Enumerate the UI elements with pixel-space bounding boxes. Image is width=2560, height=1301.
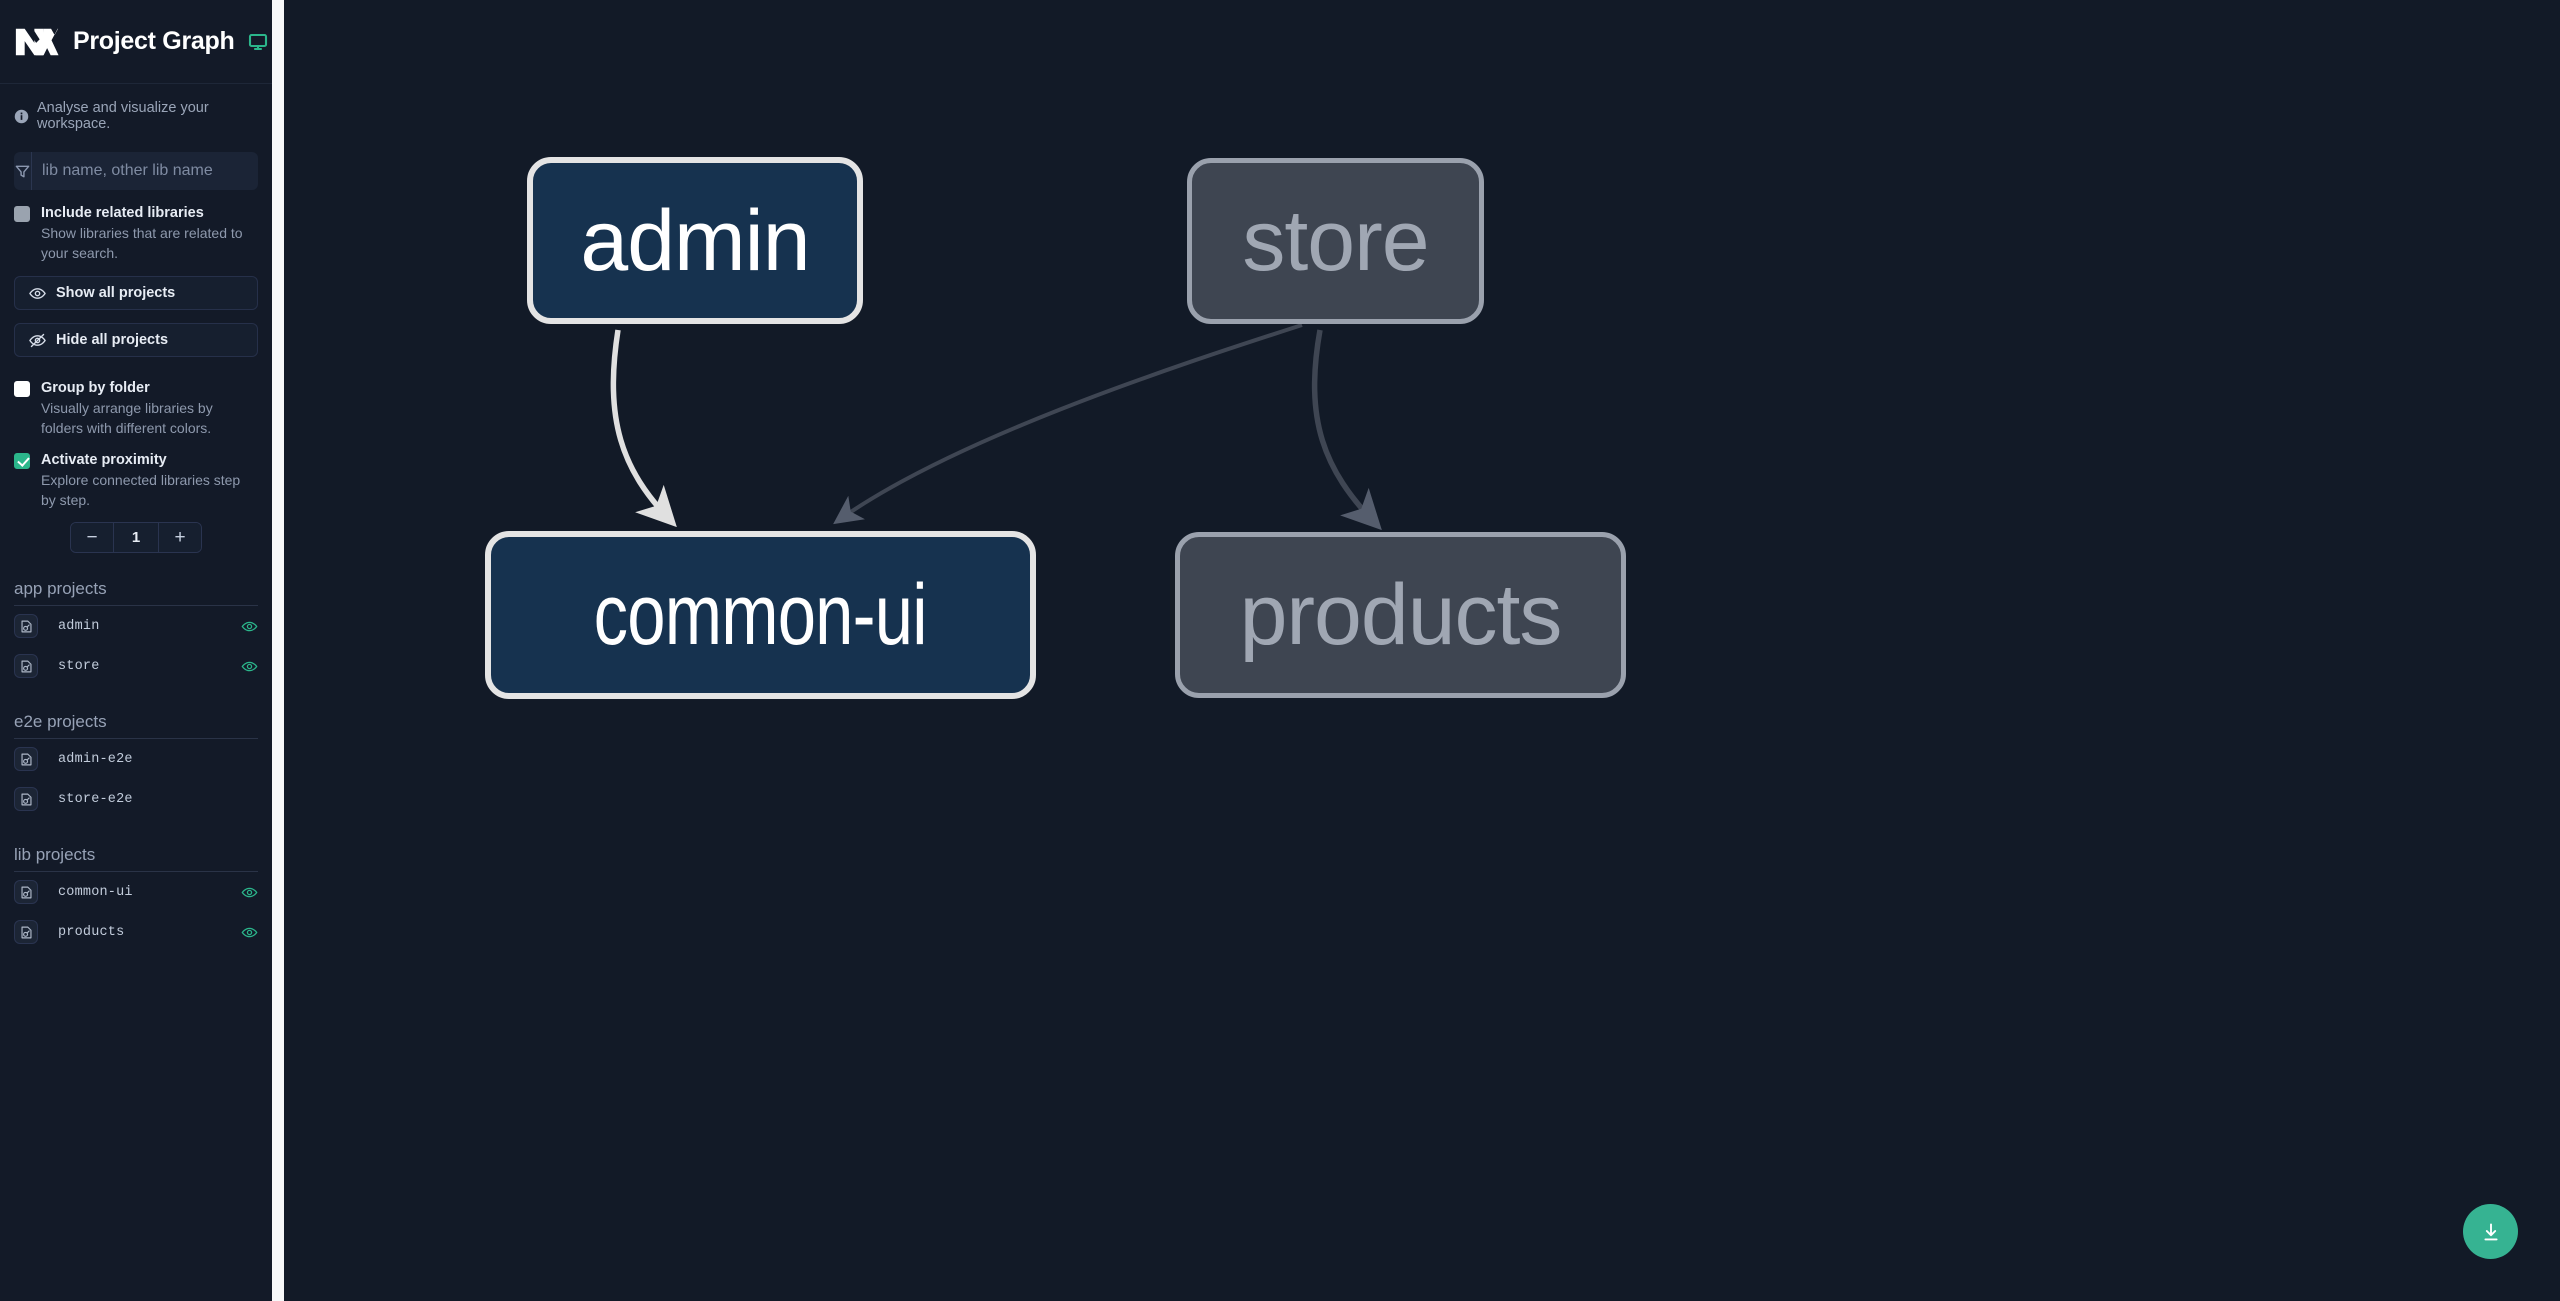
option-include-related-libraries[interactable]: Include related libraries Show libraries… — [14, 204, 258, 263]
sidebar-header: Project Graph — [0, 0, 272, 84]
page-title: Project Graph — [73, 27, 235, 55]
graph-node-label: common-ui — [593, 567, 928, 663]
project-name: store-e2e — [58, 791, 133, 807]
graph-node-common-ui[interactable]: common-ui — [485, 531, 1036, 699]
option-description: Show libraries that are related to your … — [41, 225, 243, 262]
edge-store-to-products — [1311, 329, 1382, 531]
project-row-products[interactable]: products — [14, 912, 258, 952]
nx-logo-icon — [14, 20, 60, 64]
project-row-admin[interactable]: admin — [14, 606, 258, 646]
option-description: Explore connected libraries step by step… — [41, 472, 241, 509]
group-by-folder-checkbox[interactable] — [14, 381, 30, 398]
graph-canvas[interactable]: admin store common-ui products — [272, 0, 2560, 1301]
hide-all-projects-button[interactable]: Hide all projects — [14, 323, 258, 358]
project-name: common-ui — [58, 884, 133, 900]
proximity-stepper: − 1 + — [0, 522, 272, 554]
graph-node-store[interactable]: store — [1187, 158, 1484, 324]
sidebar: Project Graph Analyse and visualize your… — [0, 0, 272, 1301]
filter-funnel-icon — [14, 152, 32, 190]
option-label: Activate proximity — [41, 452, 167, 469]
project-name: store — [58, 658, 100, 674]
project-name: admin — [58, 618, 100, 634]
graph-node-label: admin — [580, 192, 810, 289]
info-icon — [14, 109, 29, 124]
tagline: Analyse and visualize your workspace. — [0, 84, 272, 144]
option-label: Include related libraries — [41, 205, 204, 221]
project-row-admin-e2e[interactable]: admin-e2e — [14, 739, 258, 779]
group-heading-e2e-projects: e2e projects — [14, 712, 258, 740]
angular-project-icon — [14, 787, 38, 812]
graph-node-admin[interactable]: admin — [527, 157, 863, 324]
hide-all-projects-label: Hide all projects — [56, 332, 169, 349]
angular-project-icon — [14, 880, 38, 905]
eye-icon — [29, 285, 46, 302]
project-row-store-e2e[interactable]: store-e2e — [14, 779, 258, 819]
group-heading-lib-projects: lib projects — [14, 845, 258, 873]
project-name: admin-e2e — [58, 751, 133, 767]
proximity-increment-button[interactable]: + — [159, 523, 201, 553]
graph-node-label: store — [1242, 193, 1429, 289]
graph-edges-layer — [610, 323, 1382, 531]
angular-project-icon — [14, 614, 38, 639]
graph-node-label: products — [1239, 567, 1563, 663]
search-bar[interactable] — [14, 152, 258, 190]
download-icon — [2480, 1221, 2502, 1243]
include-related-libraries-checkbox[interactable] — [14, 206, 30, 222]
tagline-text: Analyse and visualize your workspace. — [37, 100, 209, 132]
angular-project-icon — [14, 747, 38, 772]
search-input[interactable] — [32, 152, 258, 190]
activate-proximity-checkbox[interactable] — [14, 453, 30, 470]
project-name: products — [58, 924, 125, 940]
project-row-common-ui[interactable]: common-ui — [14, 872, 258, 912]
option-description: Visually arrange libraries by folders wi… — [41, 400, 213, 437]
option-activate-proximity[interactable]: Activate proximity Explore connected lib… — [14, 451, 258, 510]
project-row-store[interactable]: store — [14, 646, 258, 686]
show-all-projects-label: Show all projects — [56, 285, 176, 302]
option-group-by-folder[interactable]: Group by folder Visually arrange librari… — [14, 379, 258, 438]
edge-store-to-common-ui — [833, 323, 1303, 525]
group-heading-app-projects: app projects — [14, 579, 258, 607]
proximity-decrement-button[interactable]: − — [71, 523, 113, 553]
angular-project-icon — [14, 920, 38, 945]
eye-visible-icon[interactable] — [241, 884, 258, 901]
sidebar-resize-divider[interactable] — [272, 0, 284, 1301]
edge-admin-to-common-ui — [610, 329, 677, 528]
eye-visible-icon[interactable] — [241, 924, 258, 941]
monitor-icon[interactable] — [234, 32, 268, 52]
eye-visible-icon[interactable] — [241, 618, 258, 635]
angular-project-icon — [14, 654, 38, 679]
eye-visible-icon[interactable] — [241, 658, 258, 675]
option-label: Group by folder — [41, 380, 150, 397]
download-graph-button[interactable] — [2463, 1204, 2518, 1259]
graph-node-products[interactable]: products — [1175, 532, 1626, 698]
show-all-projects-button[interactable]: Show all projects — [14, 276, 258, 311]
proximity-value: 1 — [113, 523, 159, 553]
eye-off-icon — [29, 332, 46, 349]
